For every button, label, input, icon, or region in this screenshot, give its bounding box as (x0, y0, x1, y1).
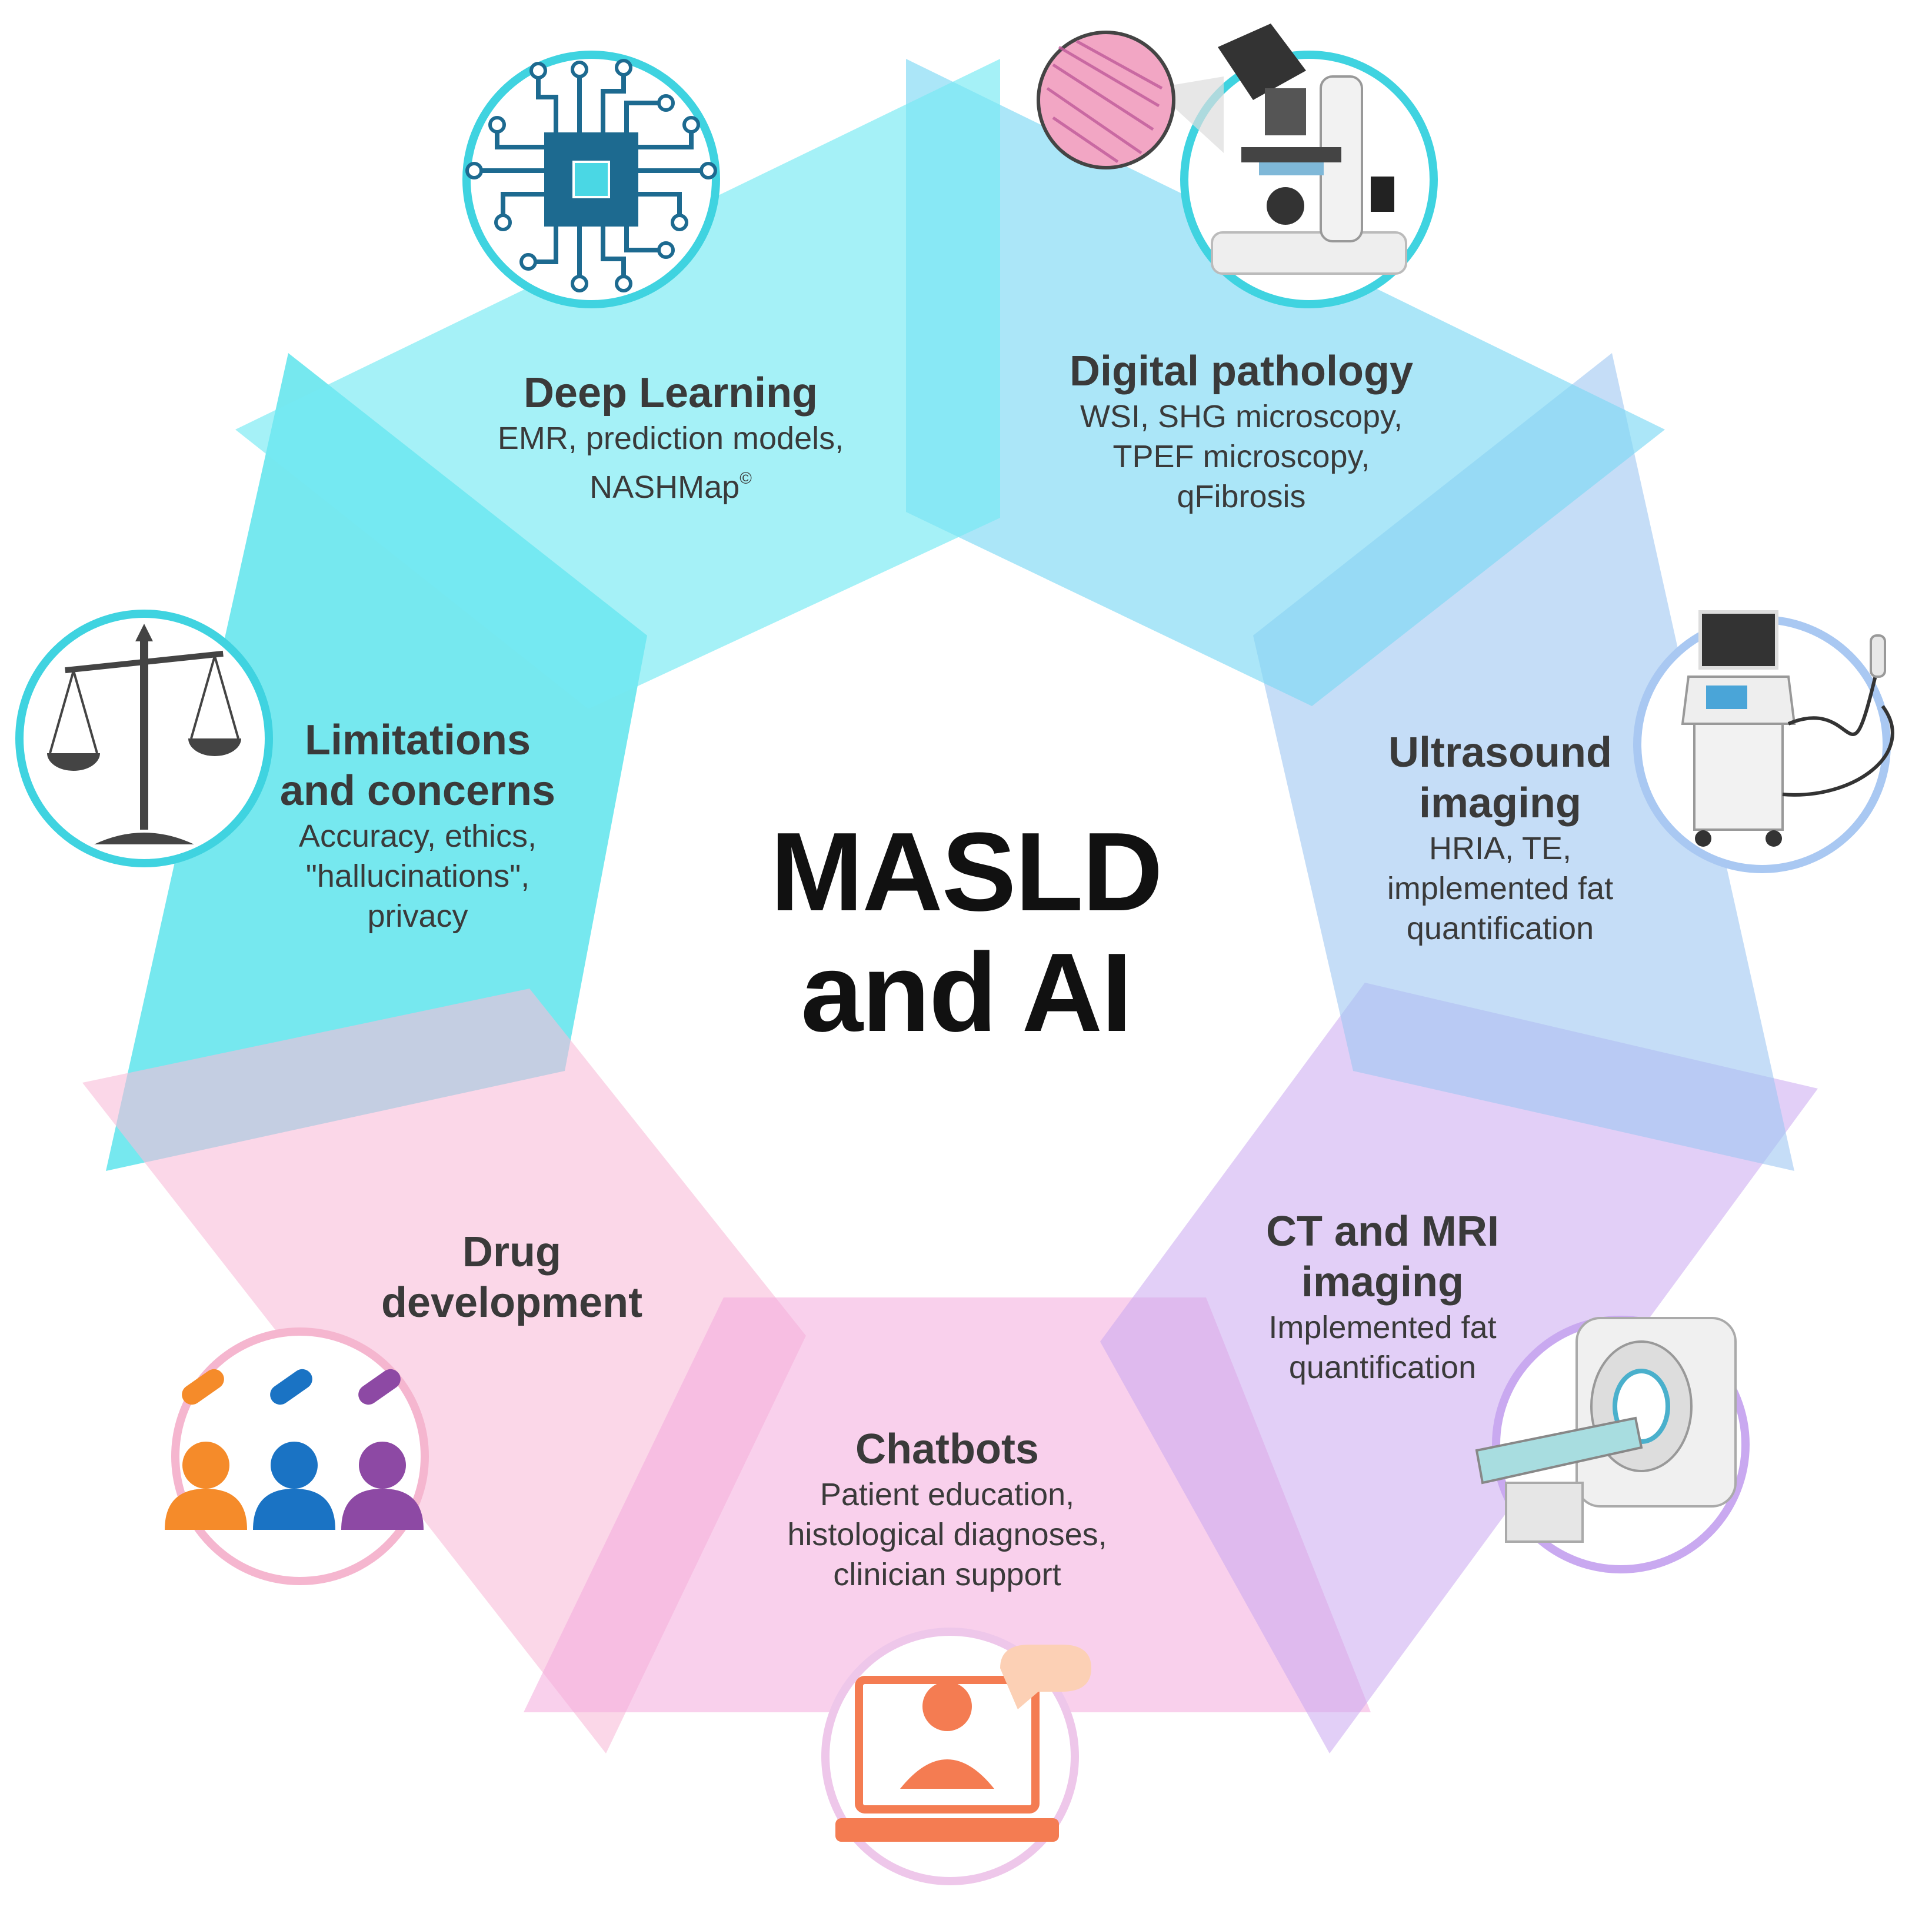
segment-title-line: CT and MRI (1266, 1208, 1499, 1255)
band-digital-pathology (906, 59, 1665, 706)
balance-scale-icon (15, 610, 273, 867)
segment-subtitle-line: HRIA, TE, (1428, 831, 1572, 866)
segment-title-line: and concerns (279, 767, 556, 814)
microscope-icon (1180, 24, 1438, 308)
patients-pills-icon (165, 1327, 429, 1585)
band-ct-mri (1100, 983, 1818, 1753)
segment-subtitle-line: NASHMap (589, 470, 740, 505)
segment-subtitle-line: quantification (1406, 911, 1594, 946)
segment-title-line: Drug (462, 1229, 561, 1276)
segment-chatbots: Chatbots Patient education, histological… (724, 1424, 1171, 1595)
center-title-line2: and AI (801, 930, 1132, 1055)
segment-deep-learning: Deep Learning EMR, prediction models, NA… (447, 368, 894, 507)
segment-subtitle-line: qFibrosis (1177, 479, 1306, 514)
segment-subtitle-line: Accuracy, ethics, (298, 818, 537, 854)
segment-digital-pathology: Digital pathology WSI, SHG microscopy, T… (1018, 346, 1465, 517)
segment-subtitle-line: WSI, SHG microscopy, (1080, 399, 1403, 434)
ultrasound-machine-icon (1633, 610, 1894, 873)
segment-title-line: development (381, 1279, 643, 1326)
segment-subtitle-line: histological diagnoses, (787, 1517, 1107, 1552)
copyright-mark: © (740, 469, 752, 487)
mri-scanner-icon (1475, 1316, 1750, 1573)
segment-title: Chatbots (855, 1426, 1039, 1473)
segment-subtitle-line: quantification (1288, 1350, 1477, 1385)
segment-ct-mri: CT and MRI imaging Implemented fat quant… (1206, 1206, 1559, 1387)
circuit-chip-icon (462, 51, 720, 308)
segment-subtitle-line: "hallucinations", (305, 858, 530, 894)
ring-bands (82, 59, 1818, 1753)
segment-subtitle-line: Patient education, (820, 1477, 1075, 1512)
segment-title: Digital pathology (1070, 348, 1413, 395)
segment-subtitle-line: TPEF microscopy, (1112, 439, 1370, 474)
segment-title: Deep Learning (523, 370, 818, 417)
band-deep-learning (235, 59, 1000, 709)
center-title: MASLD and AI (672, 812, 1260, 1053)
segment-ultrasound: Ultrasound imaging HRIA, TE, implemented… (1335, 727, 1665, 949)
segment-title-line: imaging (1418, 780, 1581, 827)
segment-limitations: Limitations and concerns Accuracy, ethic… (241, 715, 594, 936)
segment-title-line: Limitations (304, 717, 531, 764)
tissue-sample-icon (1037, 31, 1224, 169)
doctor-laptop-icon (821, 1628, 1091, 1885)
segment-title-line: Ultrasound (1388, 729, 1612, 776)
segment-subtitle-line: Implemented fat (1268, 1310, 1497, 1345)
segment-subtitle-line: privacy (367, 899, 468, 934)
segment-subtitle-line: EMR, prediction models, (497, 421, 844, 456)
center-title-line1: MASLD (770, 810, 1162, 934)
segment-title-line: imaging (1301, 1259, 1464, 1306)
segment-drug-development: Drug development (329, 1227, 694, 1328)
segment-subtitle-line: clinician support (833, 1557, 1061, 1592)
segment-subtitle-line: implemented fat (1387, 871, 1614, 906)
